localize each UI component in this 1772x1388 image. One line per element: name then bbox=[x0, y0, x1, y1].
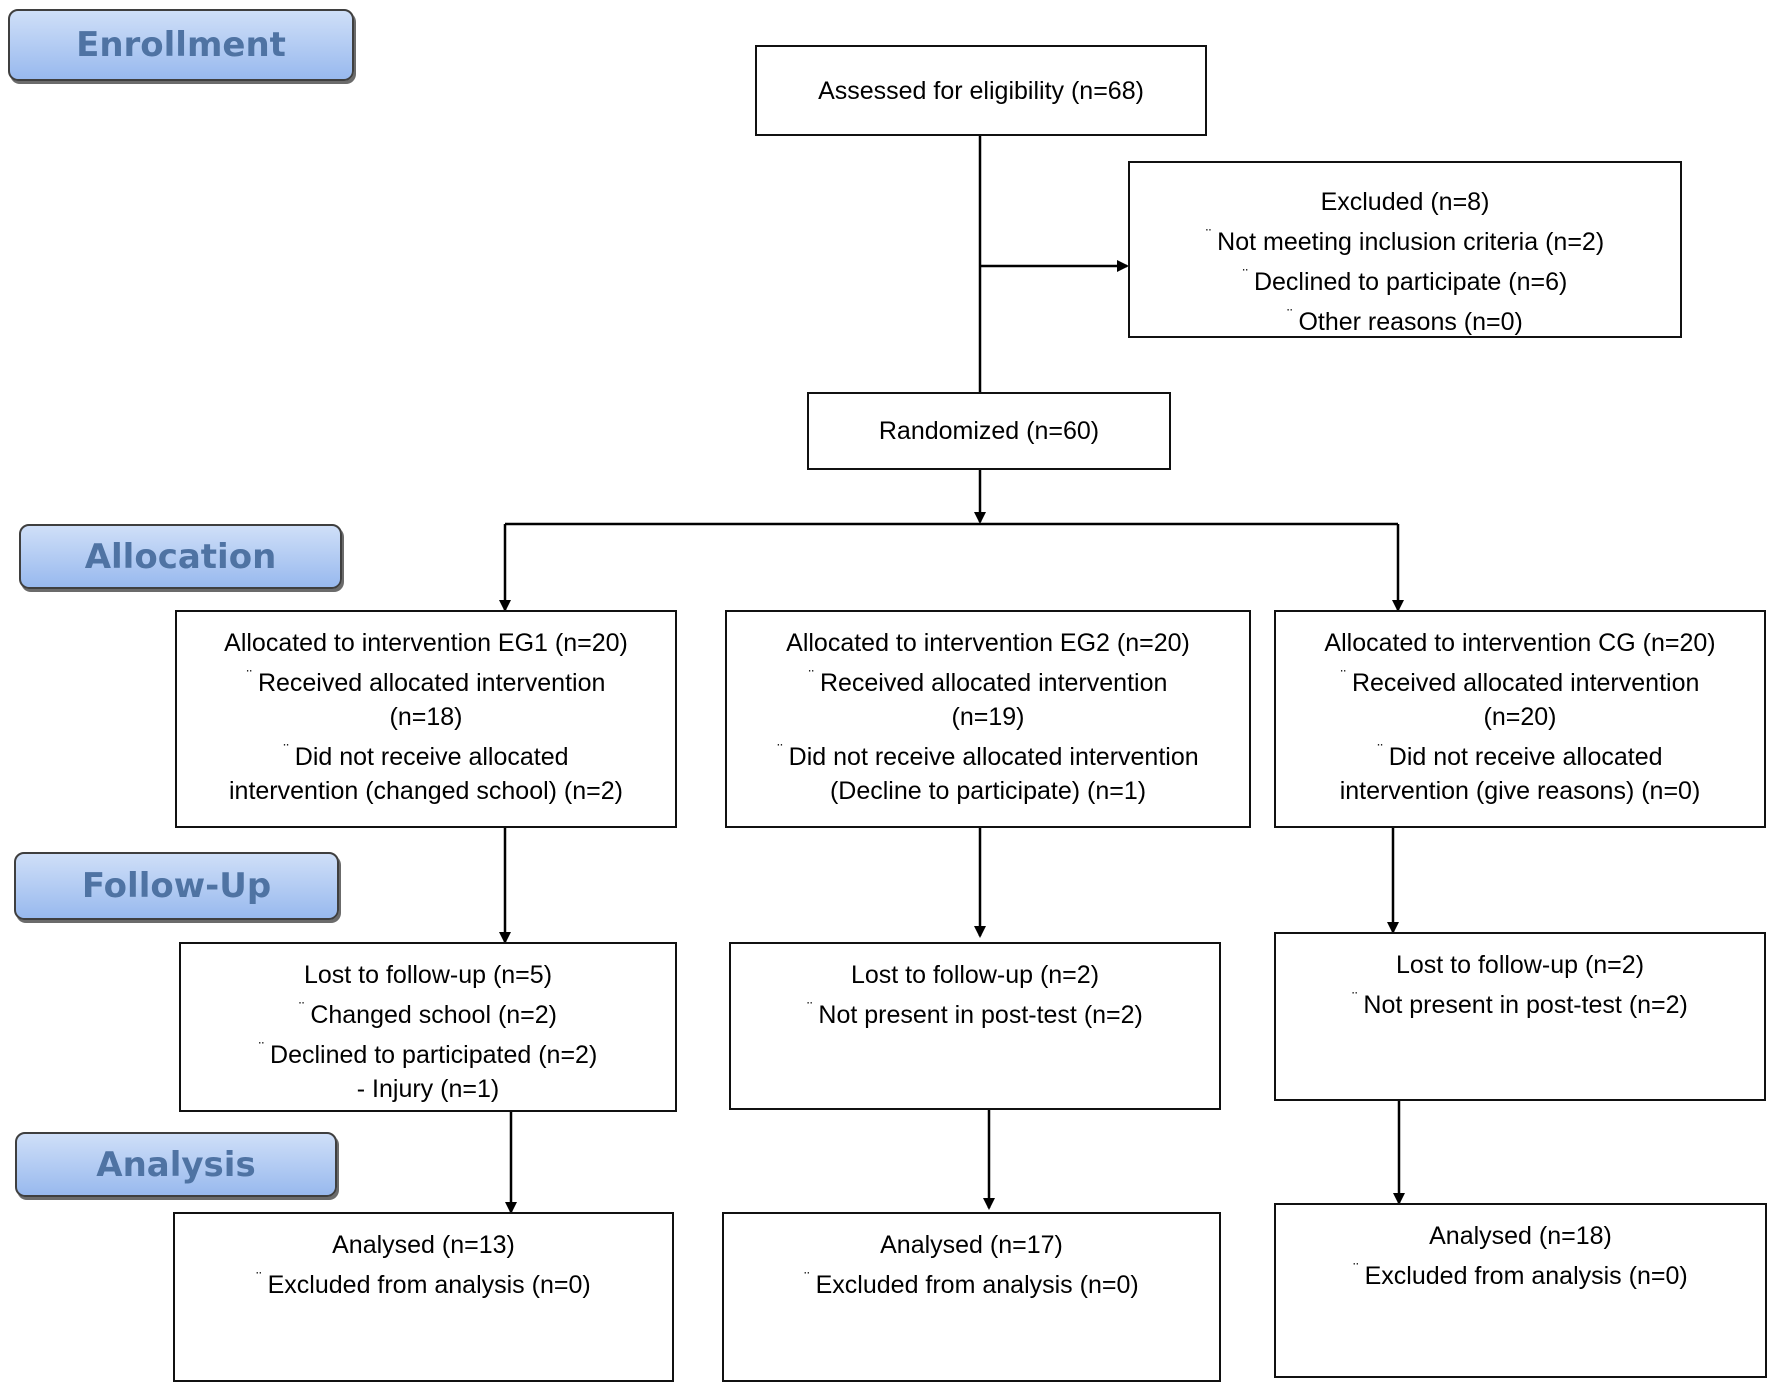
excluded-title: Excluded (n=8) bbox=[1320, 188, 1490, 216]
bullet-mark: ¨ bbox=[807, 1000, 813, 1017]
assessed-text: Assessed for eligibility (n=68) bbox=[818, 76, 1144, 105]
bullet-mark: ¨ bbox=[1287, 307, 1293, 324]
bullet-mark: ¨ bbox=[804, 1270, 810, 1287]
analysis-item: ¨Excluded from analysis (n=0) bbox=[1353, 1261, 1688, 1290]
bullet-mark: ¨ bbox=[258, 1040, 265, 1057]
excluded-item: ¨Declined to participate (n=6) bbox=[1242, 267, 1568, 296]
stage-label-follow-up: Follow-Up bbox=[14, 852, 339, 920]
randomized-text: Randomized (n=60) bbox=[878, 417, 1100, 445]
followup-extra: - Injury (n=1) bbox=[356, 1075, 500, 1103]
allocation-cg-title: Allocated to intervention CG (n=20) bbox=[1324, 629, 1716, 657]
received-count: (n=18) bbox=[389, 703, 463, 731]
followup-item: ¨Declined to participated (n=2) bbox=[258, 1040, 598, 1069]
analysis-cg-box: Analysed (n=18) ¨Excluded from analysis … bbox=[1274, 1203, 1767, 1378]
randomized-box: Randomized (n=60) bbox=[807, 392, 1171, 470]
bullet-mark: ¨ bbox=[1353, 1261, 1359, 1278]
not-received-text: ¨Did not receive allocated intervention bbox=[777, 742, 1199, 771]
received-count: (n=19) bbox=[951, 703, 1025, 731]
allocation-eg1-box: Allocated to intervention EG1 (n=20) ¨Re… bbox=[175, 610, 677, 828]
not-received-detail: intervention (give reasons) (n=0) bbox=[1339, 777, 1701, 805]
analysis-eg2-box: Analysed (n=17) ¨Excluded from analysis … bbox=[722, 1212, 1221, 1382]
excluded-item: ¨Not meeting inclusion criteria (n=2) bbox=[1205, 227, 1605, 256]
analysis-cg-title: Analysed (n=18) bbox=[1429, 1222, 1612, 1250]
excluded-item: ¨Other reasons (n=0) bbox=[1287, 307, 1523, 336]
not-received-text: ¨Did not receive allocated bbox=[283, 742, 569, 771]
followup-cg-title: Lost to follow-up (n=2) bbox=[1395, 951, 1645, 979]
bullet-mark: ¨ bbox=[808, 668, 814, 685]
stage-label-allocation: Allocation bbox=[19, 524, 342, 589]
bullet-mark: ¨ bbox=[1377, 742, 1383, 759]
received-text: ¨Received allocated intervention bbox=[1340, 668, 1700, 697]
followup-eg2-box: Lost to follow-up (n=2) ¨Not present in … bbox=[729, 942, 1221, 1110]
analysis-eg2-title: Analysed (n=17) bbox=[880, 1231, 1063, 1259]
allocation-cg-box: Allocated to intervention CG (n=20) ¨Rec… bbox=[1274, 610, 1766, 828]
bullet-mark: ¨ bbox=[283, 742, 289, 759]
assessed-box: Assessed for eligibility (n=68) bbox=[755, 45, 1207, 136]
followup-cg-box: Lost to follow-up (n=2) ¨Not present in … bbox=[1274, 932, 1766, 1101]
received-text: ¨Received allocated intervention bbox=[808, 668, 1168, 697]
followup-eg1-title: Lost to follow-up (n=5) bbox=[303, 961, 553, 989]
not-received-detail: intervention (changed school) (n=2) bbox=[229, 777, 623, 805]
stage-label-enrollment: Enrollment bbox=[8, 9, 354, 81]
bullet-mark: ¨ bbox=[1242, 267, 1248, 284]
allocation-eg1-title: Allocated to intervention EG1 (n=20) bbox=[224, 629, 628, 657]
bullet-mark: ¨ bbox=[777, 742, 783, 759]
received-count: (n=20) bbox=[1483, 703, 1557, 731]
stage-label-analysis: Analysis bbox=[15, 1132, 337, 1197]
followup-eg2-title: Lost to follow-up (n=2) bbox=[850, 961, 1100, 989]
allocation-eg2-box: Allocated to intervention EG2 (n=20) ¨Re… bbox=[725, 610, 1251, 828]
bullet-mark: ¨ bbox=[1205, 227, 1212, 244]
not-received-detail: (Decline to participate) (n=1) bbox=[829, 777, 1147, 805]
analysis-item: ¨Excluded from analysis (n=0) bbox=[804, 1270, 1139, 1299]
followup-eg1-box: Lost to follow-up (n=5) ¨Changed school … bbox=[179, 942, 677, 1112]
allocation-eg2-title: Allocated to intervention EG2 (n=20) bbox=[786, 629, 1190, 657]
excluded-box: Excluded (n=8) ¨Not meeting inclusion cr… bbox=[1128, 161, 1682, 338]
not-received-text: ¨Did not receive allocated bbox=[1377, 742, 1663, 771]
analysis-eg1-title: Analysed (n=13) bbox=[332, 1231, 515, 1259]
followup-item: ¨Changed school (n=2) bbox=[298, 1000, 558, 1029]
bullet-mark: ¨ bbox=[298, 1000, 305, 1017]
analysis-item: ¨Excluded from analysis (n=0) bbox=[256, 1270, 591, 1299]
bullet-mark: ¨ bbox=[1340, 668, 1346, 685]
bullet-mark: ¨ bbox=[256, 1270, 262, 1287]
bullet-mark: ¨ bbox=[1352, 990, 1358, 1007]
analysis-eg1-box: Analysed (n=13) ¨Excluded from analysis … bbox=[173, 1212, 674, 1382]
followup-item: ¨Not present in post-test (n=2) bbox=[1352, 990, 1688, 1019]
bullet-mark: ¨ bbox=[246, 668, 252, 685]
followup-item: ¨Not present in post-test (n=2) bbox=[807, 1000, 1143, 1029]
received-text: ¨Received allocated intervention bbox=[246, 668, 606, 697]
